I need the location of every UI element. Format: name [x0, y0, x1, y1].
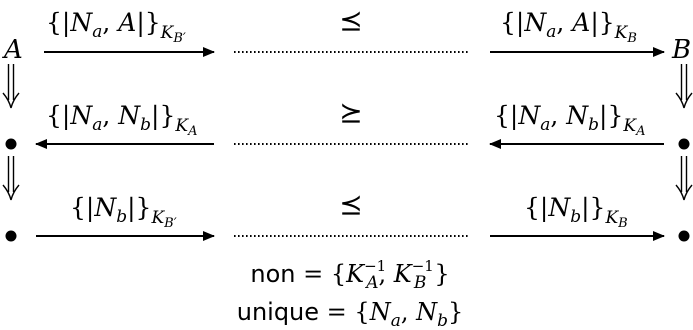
implies-arrow-right-upper: [675, 64, 693, 109]
implies-arrow-left-upper: [2, 64, 20, 109]
node-left-middle: [5, 138, 17, 150]
label-row1-left: {|Na, A|}KB′: [46, 8, 186, 46]
label-row2-right: {|Na, Nb|}KA: [494, 101, 645, 139]
node-right-bottom: [678, 230, 690, 242]
implies-arrow-right-lower: [675, 156, 693, 201]
node-a: A: [2, 35, 23, 65]
label-row3-left: {|Nb|}KB′: [70, 193, 177, 231]
relation-row2: ⪰: [339, 96, 362, 129]
label-row2-left: {|Na, Nb|}KA: [46, 101, 197, 139]
footer-unique: unique = {Na, Nb}: [237, 298, 464, 330]
node-b: B: [671, 35, 691, 65]
label-row3-right: {|Nb|}KB: [524, 193, 628, 231]
relation-row3: ⪯: [339, 188, 362, 221]
node-left-bottom: [5, 230, 17, 242]
relation-row1: ⪯: [339, 4, 362, 37]
implies-arrow-left-lower: [2, 156, 20, 201]
node-right-middle: [678, 138, 690, 150]
label-row1-right: {|Na, A|}KB: [500, 8, 637, 46]
